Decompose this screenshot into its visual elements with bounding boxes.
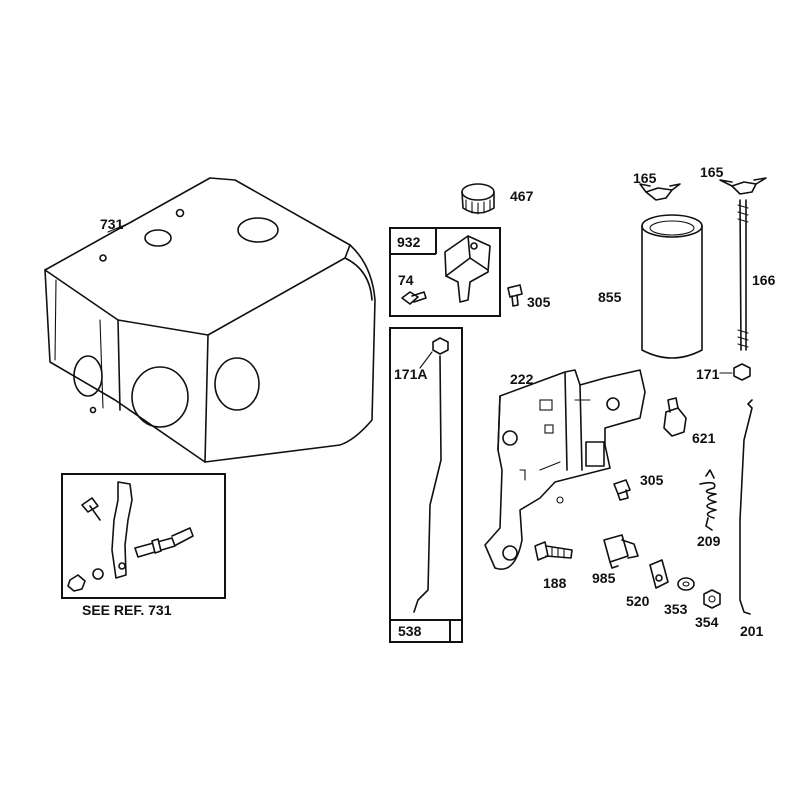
part-label-165-right: 165 bbox=[700, 164, 724, 180]
nut-354-drawing bbox=[703, 589, 721, 609]
part-label-165-left: 165 bbox=[633, 170, 657, 186]
rod-201-drawing bbox=[739, 399, 753, 615]
part-label-74: 74 bbox=[398, 272, 414, 288]
part-label-188: 188 bbox=[543, 575, 567, 591]
box-932-drawing bbox=[389, 227, 501, 317]
spring-209-drawing bbox=[699, 469, 717, 531]
wing-nut-165-left-drawing bbox=[639, 183, 681, 201]
part-label-621: 621 bbox=[692, 430, 716, 446]
shroud-731-drawing bbox=[44, 177, 376, 463]
part-label-353: 353 bbox=[664, 601, 688, 617]
part-label-305-lower: 305 bbox=[640, 472, 664, 488]
cylinder-855-drawing bbox=[641, 214, 703, 359]
see-ref-box-drawing bbox=[61, 473, 226, 599]
part-label-171a: 171A bbox=[394, 366, 428, 382]
part-label-520: 520 bbox=[626, 593, 650, 609]
part-label-305-upper: 305 bbox=[527, 294, 551, 310]
washer-353-drawing bbox=[677, 577, 695, 591]
part-label-354: 354 bbox=[695, 614, 719, 630]
terminal-520-drawing bbox=[649, 559, 669, 589]
part-label-222: 222 bbox=[510, 371, 534, 387]
nut-171-drawing bbox=[733, 363, 751, 381]
part-label-985: 985 bbox=[592, 570, 616, 586]
clip-621-drawing bbox=[663, 397, 687, 437]
screw-305-lower-drawing bbox=[613, 479, 631, 501]
see-ref-note: SEE REF. 731 bbox=[82, 602, 172, 618]
part-label-932: 932 bbox=[397, 234, 421, 250]
bracket-222-drawing bbox=[484, 369, 646, 570]
part-label-855: 855 bbox=[598, 289, 622, 305]
part-label-201: 201 bbox=[740, 623, 764, 639]
screw-305-upper-drawing bbox=[507, 284, 523, 307]
box-538-drawing bbox=[389, 327, 463, 643]
rod-166-drawing bbox=[737, 199, 749, 351]
part-label-467: 467 bbox=[510, 188, 534, 204]
part-label-538: 538 bbox=[398, 623, 422, 639]
wing-nut-165-right-drawing bbox=[719, 177, 767, 195]
knob-467-drawing bbox=[461, 183, 495, 215]
part-label-731: 731 bbox=[100, 216, 124, 232]
leader-lines bbox=[419, 351, 733, 374]
part-label-171: 171 bbox=[696, 366, 720, 382]
part-label-209: 209 bbox=[697, 533, 721, 549]
bolt-188-drawing bbox=[534, 541, 573, 561]
switch-985-drawing bbox=[603, 534, 639, 569]
part-label-166: 166 bbox=[752, 272, 776, 288]
